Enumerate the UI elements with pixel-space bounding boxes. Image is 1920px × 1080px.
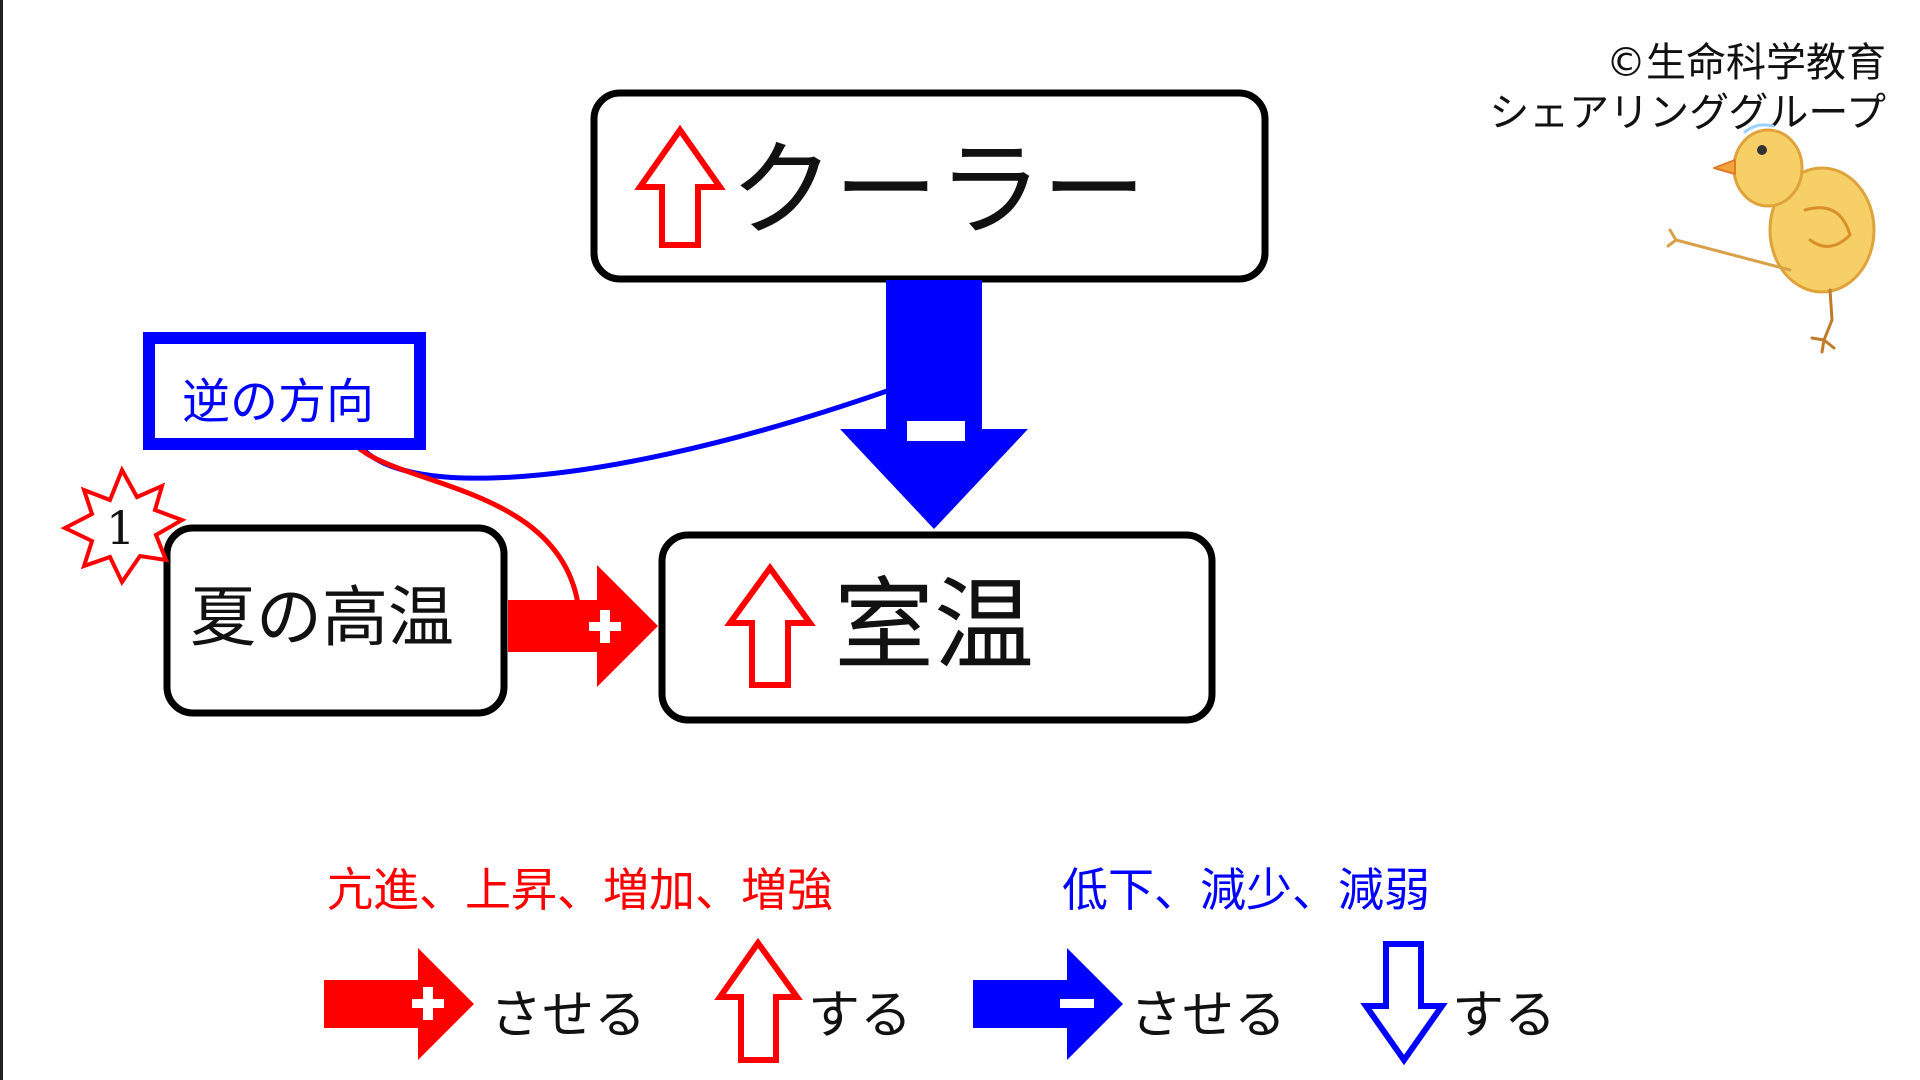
cooler-label: クーラー (730, 129, 1147, 251)
red-up-arrow-icon (634, 124, 726, 248)
legend-red-terms: 亢進、上昇、増加、増強 (327, 863, 833, 917)
legend-up-label: する (808, 986, 913, 1046)
left-border (0, 0, 3, 1080)
legend-minus-arrow-icon (973, 948, 1123, 1060)
blue-down-arrow-icon (840, 280, 1028, 529)
legend-up-arrow-icon (714, 937, 803, 1063)
copyright-line-2: シェアリンググループ (1489, 90, 1886, 136)
legend-minus-sign (1060, 999, 1094, 1008)
summer-heat-box (163, 524, 508, 717)
reverse-direction-box (143, 332, 426, 450)
plus-arrow-icon (508, 565, 658, 687)
legend-plus-label: させる (490, 986, 647, 1046)
reverse-curve-blue (349, 387, 891, 481)
legend-plus-arrow-icon (324, 948, 474, 1060)
legend-blue-terms: 低下、減少、減弱 (1062, 863, 1430, 917)
plus-sign-v (600, 610, 610, 643)
legend-down-arrow-icon (1360, 941, 1448, 1066)
copyright-line-1: ©生命科学教育 (1606, 40, 1886, 86)
legend-minus-label: させる (1130, 986, 1287, 1046)
summer-heat-label: 夏の高温 (190, 579, 454, 656)
cooler-box (590, 89, 1269, 283)
reverse-direction-label: 逆の方向 (182, 374, 375, 430)
room-temp-box (658, 531, 1216, 724)
starburst-number: 1 (106, 501, 136, 555)
legend-down-label: する (1452, 986, 1557, 1046)
legend-plus-v (423, 987, 433, 1020)
minus-sign-icon (907, 421, 965, 441)
copyright-block: ©生命科学教育 シェアリンググループ (1489, 38, 1886, 138)
starburst-icon (60, 465, 187, 586)
red-up-arrow-icon (724, 562, 816, 688)
room-temp-label: 室温 (834, 567, 1034, 684)
